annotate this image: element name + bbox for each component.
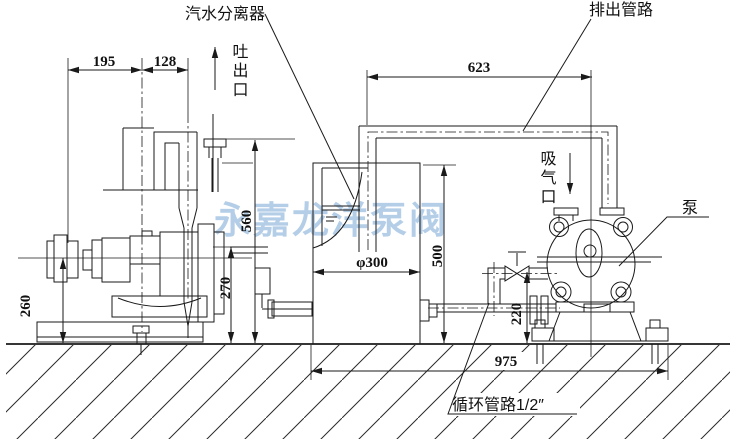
discharge-outlet-callout: 吐出口 [211,43,248,100]
discharge-pipeline-callout: 排出管路 [522,1,653,132]
svg-text:排出管路: 排出管路 [589,1,653,19]
svg-text:循环管路1/2″: 循环管路1/2″ [452,396,544,414]
svg-text:220: 220 [509,303,525,326]
side-view-pump-unit [18,112,252,355]
drain-fitting [230,246,313,319]
svg-text:500: 500 [430,245,446,268]
circulation-piping [419,251,560,325]
dim-260: 260 [18,258,67,343]
svg-text:975: 975 [495,354,518,370]
dim-975: 975 [310,345,669,380]
svg-text:623: 623 [468,60,491,76]
svg-text:吸气口: 吸气口 [538,150,557,207]
svg-text:260: 260 [18,295,34,318]
svg-text:吐出口: 吐出口 [230,43,248,100]
ground-hatching [6,345,730,439]
pump-callout: 泵 [618,199,709,267]
valve-symbol [504,265,530,282]
svg-text:560: 560 [239,210,255,233]
dim-500: 500 [423,164,456,343]
dim-195-128: 195 128 [67,54,189,332]
dim-623: 623 [366,60,592,125]
svg-text:φ300: φ300 [356,255,388,271]
svg-text:195: 195 [93,54,116,70]
svg-text:泵: 泵 [682,199,698,217]
separator-tank [230,162,421,345]
svg-text:128: 128 [154,54,177,70]
dim-220: 220 [509,272,531,343]
dim-560: 560 [204,138,295,343]
vacuum-pump-front-view [531,70,669,364]
discharge-piping [358,125,618,252]
separator-callout: 汽水分离器 [185,5,355,200]
callout-labels: 汽水分离器 排出管路 吐出口 吸气口 泵 循环管路1/2″ [185,1,709,415]
ground [6,343,730,439]
circulation-pipeline-callout: 循环管路1/2″ [447,302,577,415]
vent-cock [203,114,227,192]
dim-phi300: φ300 [313,255,420,276]
svg-text:270: 270 [218,277,234,300]
dim-270: 270 [213,246,240,343]
svg-text:汽水分离器: 汽水分离器 [185,5,265,23]
suction-port-callout: 吸气口 [538,150,574,207]
dimension-annotations: 195 128 623 560 270 260 φ300 [18,54,669,380]
